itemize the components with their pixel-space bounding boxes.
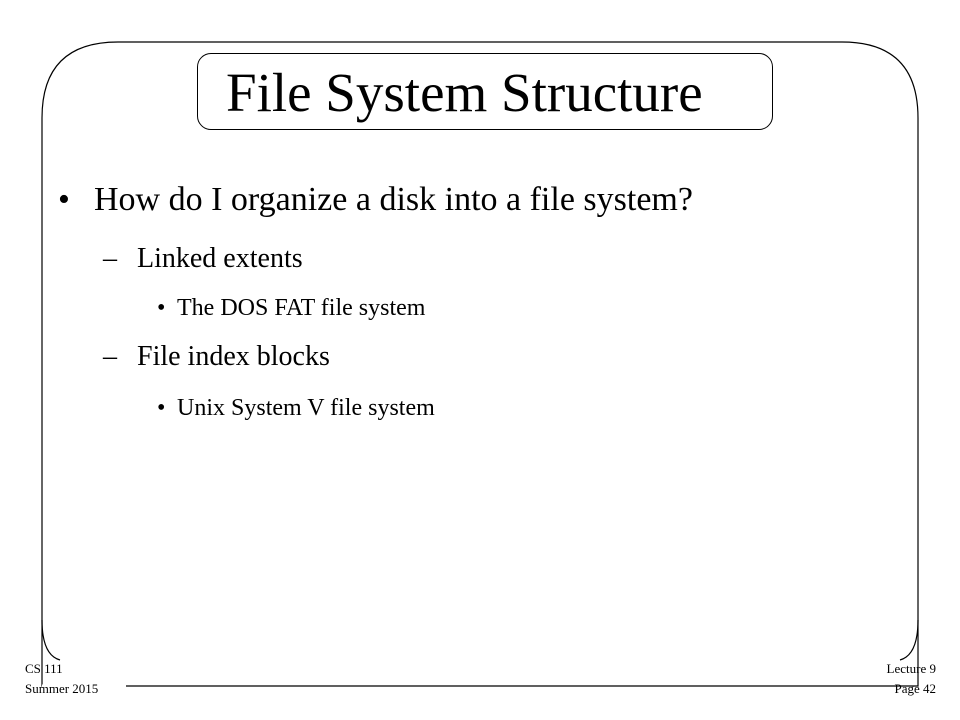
- dash-marker: –: [103, 243, 117, 274]
- bullet-text: How do I organize a disk into a file sys…: [94, 181, 693, 218]
- slide-title: File System Structure: [226, 62, 703, 123]
- sub-bullet-text: Linked extents: [137, 243, 303, 274]
- footer-course: CS 111: [25, 661, 63, 676]
- sub-bullet-text: File index blocks: [137, 341, 330, 372]
- sub-sub-bullet-text: Unix System V file system: [177, 395, 435, 421]
- title-box: [197, 53, 773, 130]
- footer-page-number: Page 42: [894, 681, 936, 696]
- sub-sub-bullet-text: The DOS FAT file system: [177, 295, 426, 321]
- footer-term: Summer 2015: [25, 681, 99, 696]
- bullet-marker: •: [157, 295, 166, 321]
- bullet-marker: •: [157, 395, 166, 421]
- bullet-marker: •: [58, 181, 70, 218]
- dash-marker: –: [103, 341, 117, 372]
- footer-lecture: Lecture 9: [886, 661, 936, 676]
